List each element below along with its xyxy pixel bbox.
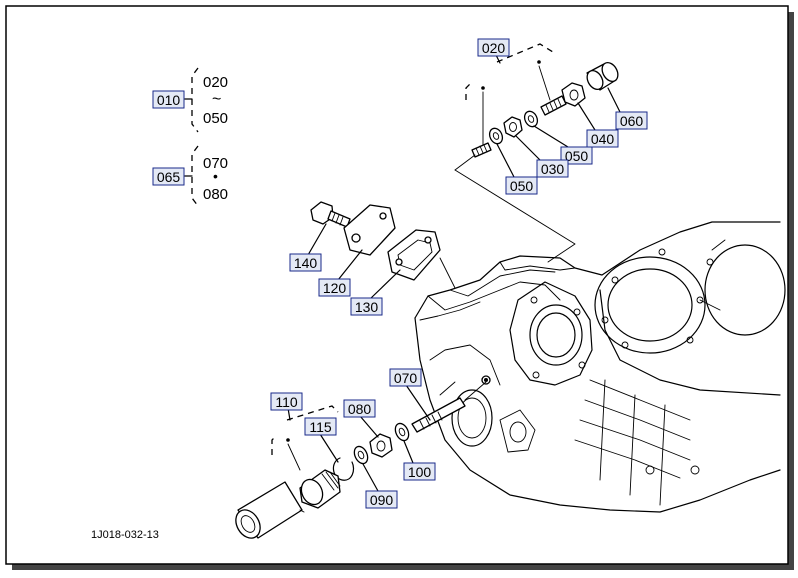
cap-nut-060-drawing — [586, 62, 619, 91]
svg-text:120: 120 — [323, 280, 347, 296]
leader-090 — [362, 463, 379, 492]
nut-040-drawing — [561, 82, 586, 107]
callout-010[interactable]: 010 — [152, 90, 185, 109]
group-020-bracket — [496, 43, 554, 63]
group-010-range-end: 050 — [203, 110, 228, 127]
leader-050-lower — [496, 143, 515, 178]
callout-120[interactable]: 120 — [318, 278, 351, 297]
stud-long-drawing — [540, 95, 567, 116]
leader-060 — [607, 87, 621, 113]
callout-090[interactable]: 090 — [365, 490, 398, 509]
callout-065[interactable]: 065 — [152, 167, 185, 186]
callout-130[interactable]: 130 — [350, 297, 383, 316]
callout-070[interactable]: 070 — [389, 368, 422, 387]
group-110-dot — [286, 438, 290, 442]
sleeve-drawing — [235, 481, 305, 539]
gasket-130-drawing — [387, 229, 441, 281]
svg-text:020: 020 — [482, 40, 506, 56]
axis-110 — [287, 443, 301, 471]
callout-020-upper[interactable]: 020 — [477, 38, 510, 57]
callout-050-upper[interactable]: 050 — [560, 146, 593, 165]
svg-text:080: 080 — [348, 401, 372, 417]
stud-bolt-drawing — [471, 142, 492, 158]
svg-text:050: 050 — [565, 148, 589, 164]
svg-text:050: 050 — [510, 178, 534, 194]
svg-text:110: 110 — [275, 394, 298, 410]
callout-110[interactable]: 110 — [270, 392, 303, 411]
svg-text:090: 090 — [370, 492, 394, 508]
callout-040[interactable]: 040 — [586, 129, 619, 148]
callout-060[interactable]: 060 — [615, 111, 648, 130]
assembly-line-gasket — [439, 257, 456, 289]
group-020-dot-left — [481, 86, 485, 90]
cover-plate-120-drawing — [343, 204, 396, 256]
callout-140[interactable]: 140 — [289, 253, 322, 272]
snap-ring-115-drawing — [332, 457, 355, 481]
drain-plug-drawing — [481, 375, 491, 385]
group-010-range-sep: ~ — [212, 91, 221, 108]
group-065-sep: • — [213, 168, 218, 184]
group-020-bracket-left — [465, 83, 471, 100]
group-020-dot-right — [537, 60, 541, 64]
callout-080[interactable]: 080 — [343, 399, 376, 418]
nut-030-drawing — [503, 116, 523, 138]
group-010-range-start: 020 — [203, 74, 228, 91]
leader-040 — [577, 102, 596, 131]
svg-text:060: 060 — [620, 113, 644, 129]
svg-text:070: 070 — [394, 370, 418, 386]
svg-text:065: 065 — [157, 169, 181, 185]
callout-050-lower[interactable]: 050 — [505, 176, 538, 195]
group-065: 065 070 • 080 — [152, 145, 228, 207]
leader-120 — [337, 249, 363, 281]
svg-text:010: 010 — [157, 92, 181, 108]
leader-020-to-block — [454, 169, 576, 263]
svg-text:100: 100 — [408, 464, 432, 480]
washer-050-lower-drawing — [488, 127, 504, 145]
group-110-bracket-left — [271, 435, 277, 455]
leader-140 — [307, 223, 327, 256]
group-065-item-a: 070 — [203, 155, 228, 172]
svg-text:115: 115 — [309, 419, 332, 435]
leader-070 — [405, 384, 431, 421]
engine-block-drawing — [414, 221, 786, 513]
svg-text:030: 030 — [541, 161, 565, 177]
leader-115 — [319, 433, 339, 463]
svg-text:140: 140 — [294, 255, 318, 271]
svg-text:040: 040 — [591, 131, 615, 147]
leader-030 — [515, 135, 541, 161]
leader-100 — [403, 440, 414, 464]
callout-115[interactable]: 115 — [304, 417, 337, 436]
tensioner-body-drawing — [299, 469, 341, 509]
leader-050-upper — [533, 125, 569, 148]
leader-020-stud — [454, 154, 476, 171]
frame-border — [5, 5, 789, 565]
svg-text:130: 130 — [355, 299, 379, 315]
group-065-item-b: 080 — [203, 186, 228, 203]
nut-080-drawing — [369, 433, 393, 458]
washer-090-drawing — [353, 445, 369, 465]
drawing-number: 1J018-032-13 — [91, 529, 159, 541]
callout-100[interactable]: 100 — [403, 462, 436, 481]
axis-020-right — [538, 65, 551, 101]
stud-070-drawing — [411, 381, 487, 433]
group-110-bracket — [286, 405, 339, 421]
leader-130 — [369, 269, 401, 300]
leader-080 — [359, 415, 379, 438]
group-010: 010 020 ~ 050 — [152, 67, 228, 133]
washer-100-drawing — [394, 422, 410, 442]
callout-030[interactable]: 030 — [536, 159, 569, 178]
